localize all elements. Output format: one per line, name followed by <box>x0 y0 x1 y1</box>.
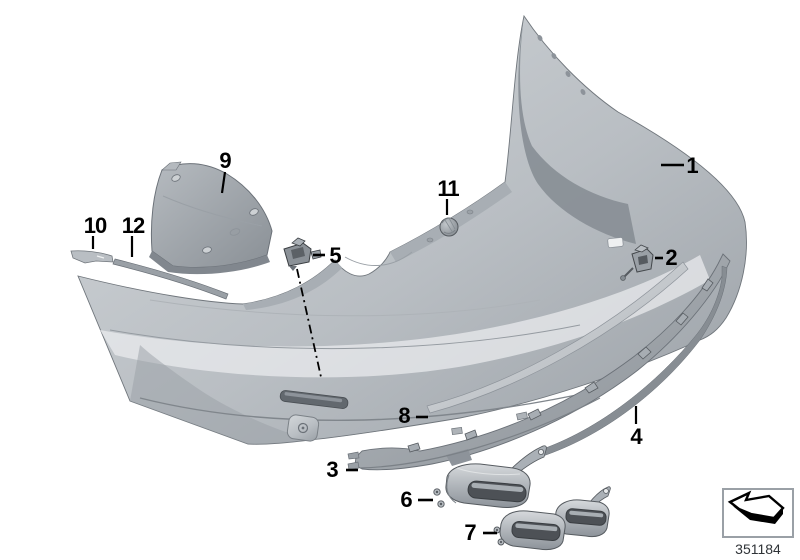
callout-8[interactable]: 8 <box>398 403 410 428</box>
part-5-clip-drawing <box>283 237 322 271</box>
callout-11[interactable]: 11 <box>437 176 459 201</box>
part-8-trim-strip-drawing <box>426 261 689 414</box>
callout-9[interactable]: 9 <box>219 148 231 173</box>
callout-1[interactable]: 1 <box>686 153 698 178</box>
reflector-slot <box>279 390 349 409</box>
callout-5[interactable]: 5 <box>329 243 341 268</box>
part-7-exhaust-tip-double-drawing <box>493 486 611 551</box>
callout-7[interactable]: 7 <box>464 520 476 545</box>
tow-hook-cover <box>286 414 320 442</box>
part-4-thin-strip-drawing <box>536 265 728 458</box>
part-10-cover-strip-drawing <box>70 250 114 264</box>
callout-10[interactable]: 10 <box>83 213 108 238</box>
part-12-cover-strip-drawing <box>112 258 229 300</box>
part-11-cap-drawing <box>439 217 459 237</box>
part-9-heat-shield-drawing <box>149 161 273 275</box>
callout-6[interactable]: 6 <box>400 487 412 512</box>
callout-4[interactable]: 4 <box>630 424 642 449</box>
callout-2[interactable]: 2 <box>665 245 677 270</box>
callout-12[interactable]: 12 <box>121 213 146 238</box>
overview-nav-box[interactable] <box>722 488 794 538</box>
part-1-bumper-cover-drawing <box>77 14 747 445</box>
direction-arrow-icon <box>727 490 785 524</box>
part-2-bracket-drawing <box>620 244 654 281</box>
leader-lines <box>91 163 684 535</box>
diagram-number: 351184 <box>735 541 781 557</box>
part-6-exhaust-tip-single-drawing <box>433 445 547 508</box>
callout-3[interactable]: 3 <box>326 457 338 482</box>
part-3-lower-trim-drawing <box>347 253 731 471</box>
